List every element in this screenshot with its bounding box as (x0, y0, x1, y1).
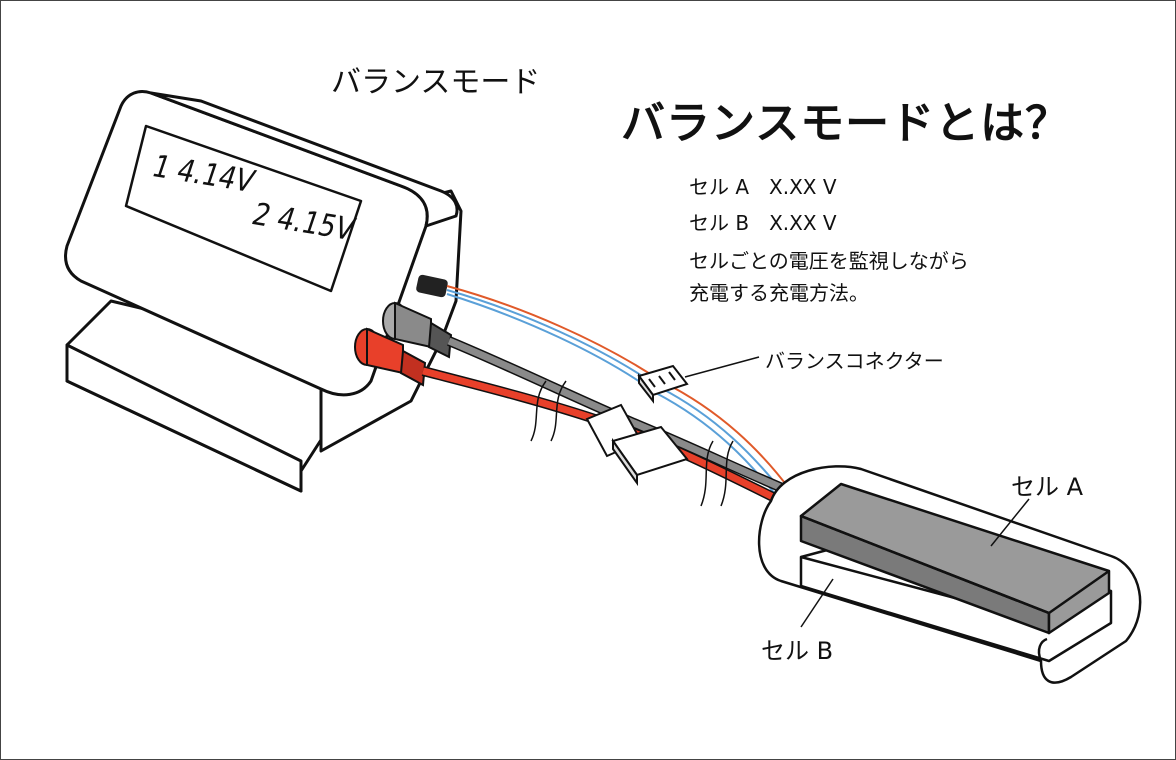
description-line-1: セルごとの電圧を監視しながら (689, 249, 969, 273)
main-leads (354, 301, 803, 511)
charger-top (149, 91, 459, 228)
cell-a-leader (990, 498, 1030, 547)
main-heading: バランスモードとは？ (621, 98, 1071, 149)
battery-pack (757, 465, 1142, 684)
cell-b-voltage-line: セル B X.XX V (689, 211, 837, 235)
balance-connector-label: バランスコネクター (765, 349, 944, 373)
cell-b-leader (800, 578, 834, 628)
balance-connector (637, 364, 689, 404)
lcd-window (124, 124, 363, 293)
charger (64, 90, 463, 493)
cell-a-voltage-line: セル A X.XX V (689, 175, 837, 199)
description-line-2: 充電する充電方法。 (689, 281, 869, 305)
charger-title: バランスモード (331, 65, 541, 100)
cell-a-label: セル A (1011, 473, 1084, 501)
cell-b-label: セル B (761, 637, 834, 665)
charger-base-front (65, 343, 303, 493)
connector-leader (684, 356, 760, 378)
